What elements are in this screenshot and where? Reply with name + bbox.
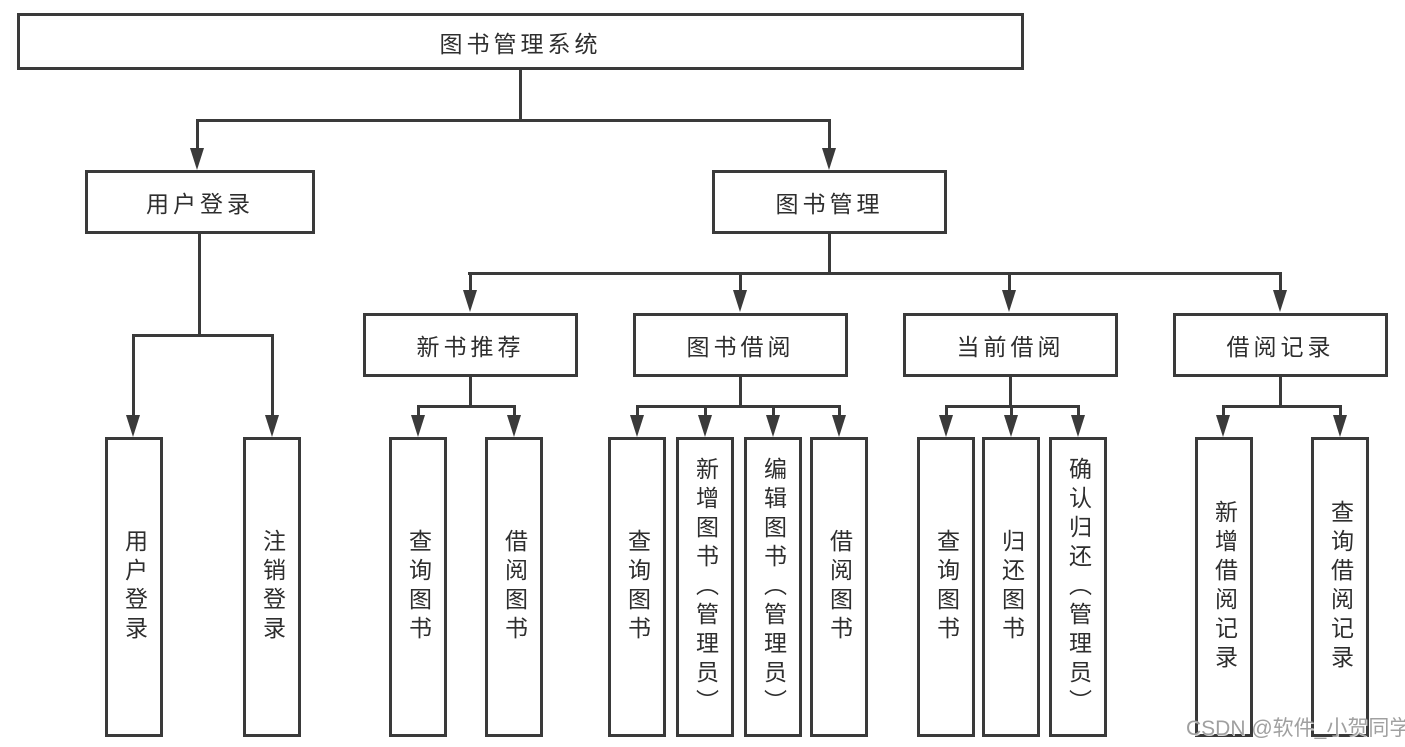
leaf-query-books-2: 查询图书 [608,437,666,737]
leaf-query-books-1: 查询图书 [389,437,447,737]
connector-book-borrowing-stem [739,377,742,408]
connector-current-borrowing-stem [1009,377,1012,408]
connector-user-login-stem [198,233,201,337]
leaf-label: 注销登录 [259,529,286,645]
arrowhead-to-leaf-query-books-1 [411,415,425,437]
connector-user-login-rail [132,334,274,337]
node-label: 图书借阅 [686,334,795,360]
leaf-label: 查询图书 [933,529,960,645]
leaf-label: 新增图书（管理员） [692,456,719,718]
arrowhead-to-new-book-recommend [463,290,477,312]
leaf-user-login: 用户登录 [105,437,163,737]
node-label: 新书推荐 [416,334,525,360]
connector-drop-leaf [1077,405,1080,418]
connector-borrowing-records-rail [1222,405,1341,408]
node-label: 当前借阅 [956,334,1065,360]
leaf-label: 查询图书 [405,529,432,645]
leaf-add-borrow-record: 新增借阅记录 [1195,437,1253,737]
leaf-borrow-books-1: 借阅图书 [485,437,543,737]
leaf-label: 用户登录 [121,529,148,645]
leaf-label: 编辑图书（管理员） [760,456,787,718]
node-new-book-recommend: 新书推荐 [363,313,578,377]
arrowhead-to-current-borrowing [1002,290,1016,312]
connector-book-management-stem [828,234,831,274]
leaf-label: 归还图书 [998,529,1025,645]
connector-root-rail [196,119,831,122]
leaf-label: 借阅图书 [826,529,853,645]
connector-drop-user-login [196,119,199,150]
connector-drop-leaf [1010,405,1013,418]
connector-drop-leaf-logout [271,334,274,416]
arrowhead-to-leaf-logout [265,415,279,437]
connector-book-management-rail [468,272,1282,275]
arrowhead-to-leaf-query-books-2 [630,415,644,437]
arrowhead-to-leaf-user-login [126,415,140,437]
connector-drop-book-borrowing [739,272,742,292]
leaf-confirm-return-admin: 确认归还（管理员） [1049,437,1107,737]
connector-drop-borrowing-records [1279,272,1282,292]
connector-borrowing-records-stem [1279,377,1282,408]
node-label: 借阅记录 [1226,334,1335,360]
node-label: 用户登录 [146,191,254,217]
node-book-management: 图书管理 [712,170,947,234]
connector-drop-leaf [704,405,707,418]
node-borrowing-records: 借阅记录 [1173,313,1388,377]
arrowhead-to-leaf-add-borrow-record [1216,415,1230,437]
arrowhead-to-leaf-return-books [1004,415,1018,437]
leaf-label: 新增借阅记录 [1211,500,1238,674]
connector-drop-current-borrowing [1008,272,1011,292]
connector-new-book-recommend-stem [469,377,472,408]
node-label: 图书管理系统 [439,30,602,57]
connector-drop-leaf [513,405,516,418]
arrowhead-to-leaf-query-books-3 [939,415,953,437]
leaf-query-books-3: 查询图书 [917,437,975,737]
arrowhead-to-user-login [190,148,204,170]
arrowhead-to-borrowing-records [1273,290,1287,312]
leaf-borrow-books-2: 借阅图书 [810,437,868,737]
leaf-edit-book-admin: 编辑图书（管理员） [744,437,802,737]
connector-drop-new-book-recommend [469,272,472,292]
leaf-query-borrow-record: 查询借阅记录 [1311,437,1369,737]
node-library-management-system: 图书管理系统 [17,13,1024,70]
connector-root-stem [519,70,522,120]
connector-drop-leaf [945,405,948,418]
node-book-borrowing: 图书借阅 [633,313,848,377]
leaf-logout: 注销登录 [243,437,301,737]
connector-new-book-recommend-rail [417,405,516,408]
connector-book-borrowing-rail [636,405,840,408]
leaf-label: 查询图书 [624,529,651,645]
connector-drop-leaf-user-login [132,334,135,416]
arrowhead-to-leaf-query-borrow-record [1333,415,1347,437]
connector-drop-leaf [772,405,775,418]
connector-drop-leaf [838,405,841,418]
leaf-return-books: 归还图书 [982,437,1040,737]
connector-drop-leaf [1339,405,1342,418]
arrowhead-to-leaf-borrow-books-1 [507,415,521,437]
arrowhead-to-leaf-confirm-return [1071,415,1085,437]
arrowhead-to-book-borrowing [733,290,747,312]
csdn-watermark: CSDN @软件_小贺同学 [1186,717,1405,740]
node-label: 图书管理 [775,191,884,217]
connector-drop-leaf [417,405,420,418]
node-current-borrowing: 当前借阅 [903,313,1118,377]
connector-drop-book-management [828,119,831,150]
leaf-label: 确认归还（管理员） [1065,456,1092,718]
arrowhead-to-book-management [822,148,836,170]
leaf-label: 查询借阅记录 [1327,500,1354,674]
connector-drop-leaf [1222,405,1225,418]
arrowhead-to-leaf-add-book [698,415,712,437]
leaf-label: 借阅图书 [501,529,528,645]
connector-drop-leaf [636,405,639,418]
arrowhead-to-leaf-borrow-books-2 [832,415,846,437]
arrowhead-to-leaf-edit-book [766,415,780,437]
node-user-login: 用户登录 [85,170,315,234]
leaf-add-book-admin: 新增图书（管理员） [676,437,734,737]
